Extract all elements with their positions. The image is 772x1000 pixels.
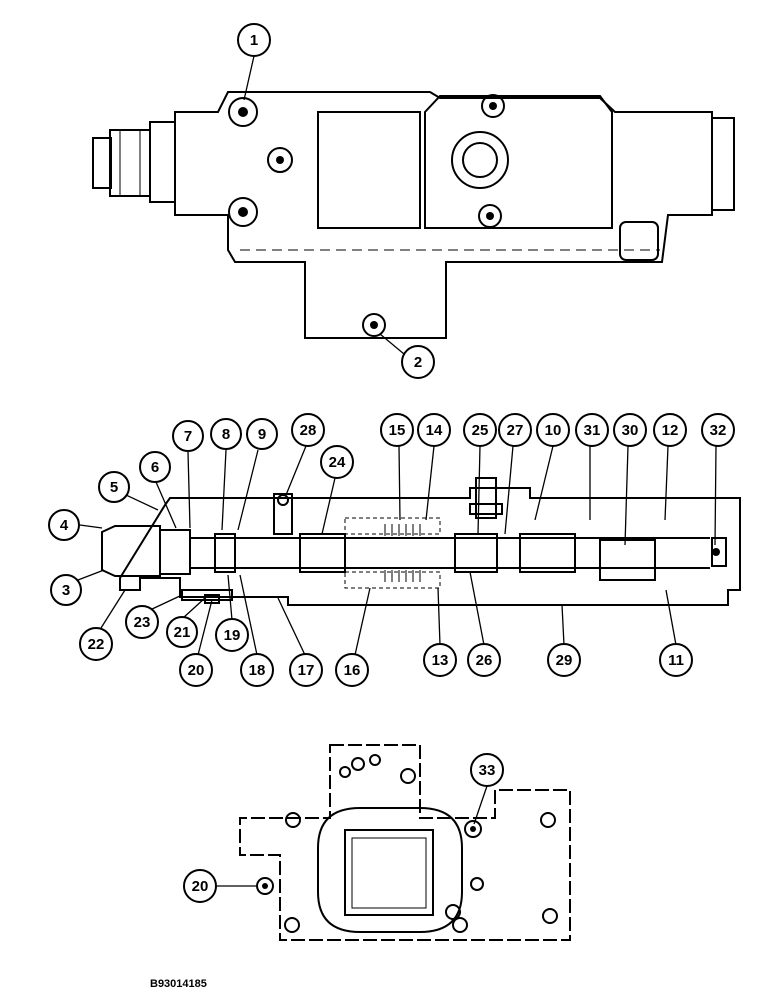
callout-23: 23: [125, 605, 159, 639]
svg-text:7: 7: [184, 428, 192, 445]
callout-18: 18: [240, 653, 274, 687]
svg-text:32: 32: [710, 422, 727, 439]
callout-31: 31: [575, 413, 609, 447]
callout-7: 7: [172, 420, 204, 452]
callout-17: 17: [289, 653, 323, 687]
callout-5: 5: [98, 471, 130, 503]
valve-section-view: [101, 477, 741, 606]
svg-text:1: 1: [250, 32, 258, 49]
callout-16: 16: [335, 653, 369, 687]
callout-10: 10: [536, 413, 570, 447]
svg-text:24: 24: [329, 454, 346, 471]
callout-15: 15: [380, 413, 414, 447]
svg-text:12: 12: [662, 422, 679, 439]
svg-text:11: 11: [668, 652, 684, 669]
callout-11: 11: [659, 643, 693, 677]
svg-text:2: 2: [414, 354, 422, 371]
callout-25: 25: [463, 413, 497, 447]
svg-text:3: 3: [62, 582, 70, 599]
svg-text:13: 13: [432, 652, 449, 669]
callout-4: 4: [48, 509, 80, 541]
svg-text:20: 20: [192, 878, 209, 895]
svg-text:15: 15: [389, 422, 406, 439]
callout-22: 22: [79, 627, 113, 661]
callout-6: 6: [139, 451, 171, 483]
svg-text:27: 27: [507, 422, 524, 439]
callout-2: 2: [401, 345, 435, 379]
svg-text:16: 16: [344, 662, 361, 679]
svg-text:25: 25: [472, 422, 489, 439]
callout-29: 29: [547, 643, 581, 677]
callout-24: 24: [320, 445, 354, 479]
svg-text:17: 17: [298, 662, 315, 679]
callout-3: 3: [50, 574, 82, 606]
svg-text:29: 29: [556, 652, 573, 669]
svg-text:9: 9: [258, 426, 266, 443]
callout-20: 20: [179, 653, 213, 687]
callout-14: 14: [417, 413, 451, 447]
svg-text:23: 23: [134, 614, 151, 631]
svg-text:26: 26: [476, 652, 493, 669]
callout-32: 32: [701, 413, 735, 447]
svg-text:18: 18: [249, 662, 266, 679]
svg-text:4: 4: [60, 517, 69, 534]
callout-8: 8: [210, 418, 242, 450]
callout-28: 28: [291, 413, 325, 447]
callout-21: 21: [166, 616, 198, 648]
svg-text:30: 30: [622, 422, 639, 439]
callout-26: 26: [467, 643, 501, 677]
svg-text:6: 6: [151, 459, 159, 476]
callout-13: 13: [423, 643, 457, 677]
callout-12: 12: [653, 413, 687, 447]
svg-text:31: 31: [584, 422, 601, 439]
callout-1: 1: [237, 23, 271, 57]
callout-27: 27: [498, 413, 532, 447]
leader-lines: [77, 55, 717, 887]
svg-text:19: 19: [224, 627, 241, 644]
valve-plate-view: [239, 744, 571, 941]
figure-id-label: B93014185: [150, 978, 207, 990]
svg-text:33: 33: [479, 762, 496, 779]
svg-text:5: 5: [110, 479, 118, 496]
svg-text:21: 21: [174, 624, 191, 641]
svg-text:10: 10: [545, 422, 562, 439]
callout-33: 33: [470, 753, 504, 787]
svg-text:22: 22: [88, 636, 105, 653]
valve-body-top-view: [92, 91, 735, 339]
svg-text:20: 20: [188, 662, 205, 679]
callout-19: 19: [215, 618, 249, 652]
svg-text:8: 8: [222, 426, 230, 443]
svg-text:28: 28: [300, 422, 317, 439]
callout-9: 9: [246, 418, 278, 450]
callout-30: 30: [613, 413, 647, 447]
svg-text:14: 14: [426, 422, 443, 439]
callout-20-plate: 20: [183, 869, 217, 903]
